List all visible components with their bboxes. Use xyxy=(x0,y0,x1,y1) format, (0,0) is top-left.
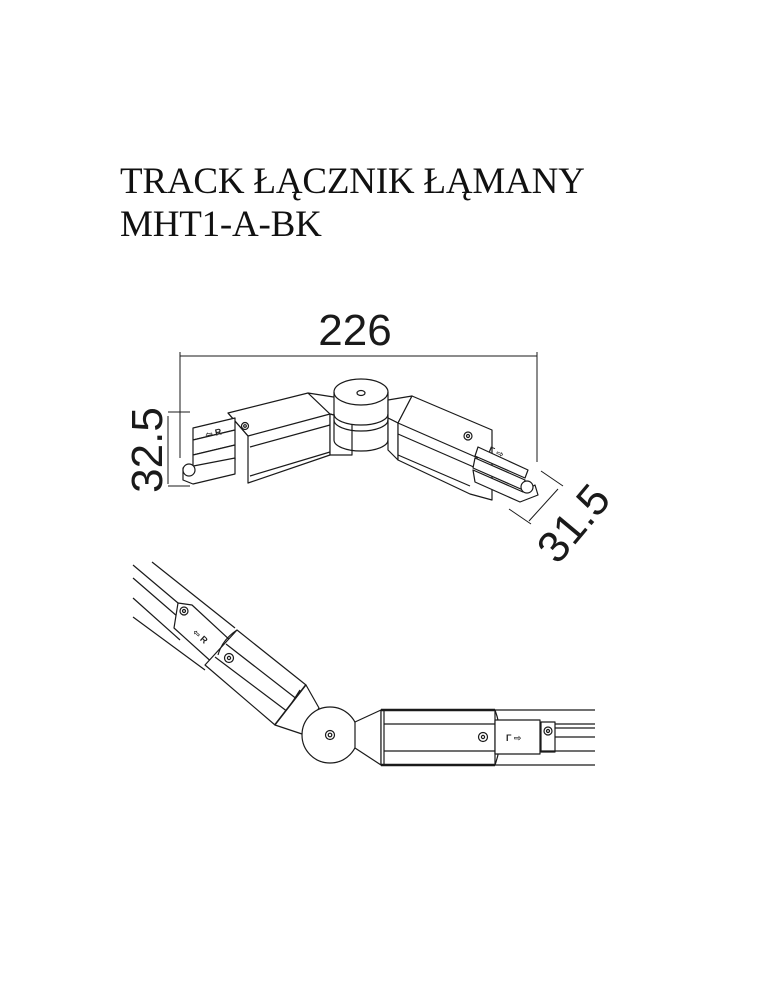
top-view-connector xyxy=(132,561,595,767)
dimension-right-height-label: 31.5 xyxy=(528,475,621,572)
dimension-width xyxy=(179,352,538,462)
title-line-1: TRACK ŁĄCZNIK ŁĄMANY xyxy=(120,161,585,202)
product-title: TRACK ŁĄCZNIK ŁĄMANY MHT1-A-BK xyxy=(120,160,585,246)
title-line-2: MHT1-A-BK xyxy=(120,204,322,245)
top-right-marking: Γ ⇨ xyxy=(506,733,522,743)
dimension-left-height-label: 32.5 xyxy=(123,407,172,493)
dimension-width-label: 226 xyxy=(318,306,391,355)
dimension-left-height xyxy=(167,411,190,487)
dimension-right-height xyxy=(508,470,564,525)
iso-left-marking: ⇦ R xyxy=(204,426,223,440)
iso-view-connector xyxy=(182,378,539,503)
